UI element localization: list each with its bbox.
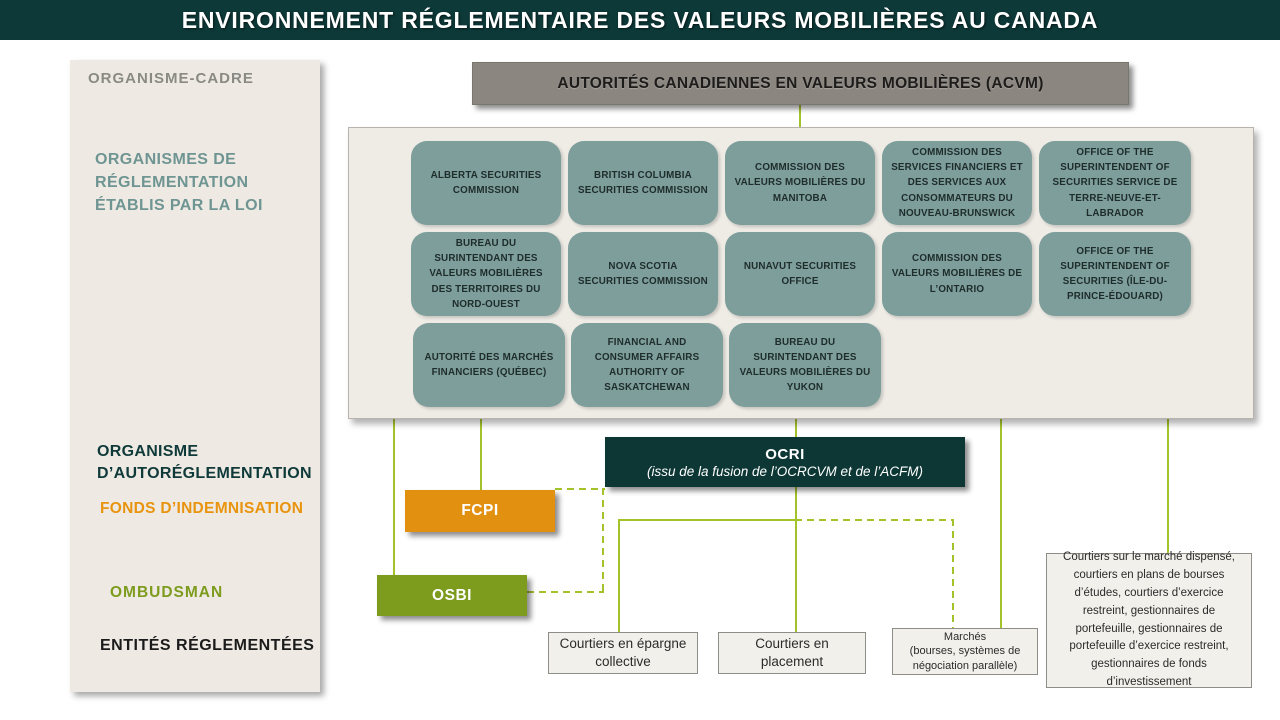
- connector-ocri-placement: [795, 487, 797, 632]
- sidebar-label-ombudsman: OMBUDSMAN: [110, 584, 224, 601]
- sidebar-label-entites-reglementees: ENTITÉS RÉGLEMENTÉES: [100, 637, 315, 654]
- entity-courtiers-epargne: Courtiers en épargne collective: [548, 632, 698, 674]
- dashed-ocri-marches-h: [795, 519, 954, 521]
- regulator-box-quebec: AUTORITÉ DES MARCHÉS FINANCIERS (QUÉBEC): [413, 323, 565, 407]
- regulator-box-ns: NOVA SCOTIA SECURITIES COMMISSION: [568, 232, 718, 316]
- ocri-title: OCRI: [765, 445, 805, 463]
- entity-marches-subtitle: (bourses, systèmes de négociation parall…: [909, 645, 1021, 672]
- regulators-panel: ALBERTA SECURITIES COMMISSION BRITISH CO…: [348, 127, 1254, 419]
- osbi-box: OSBI: [377, 575, 527, 616]
- entity-courtiers-epargne-label: Courtiers en épargne collective: [559, 635, 687, 669]
- acvm-title: AUTORITÉS CANADIENNES EN VALEURS MOBILIÈ…: [557, 74, 1044, 92]
- sidebar-legend: ORGANISME-CADRE ORGANISMES DE RÉGLEMENTA…: [70, 60, 320, 692]
- connector-panel-autres: [1167, 417, 1169, 553]
- ocri-subtitle: (issu de la fusion de l’OCRCVM et de l’A…: [646, 463, 924, 479]
- dashed-osbi-link: [527, 591, 604, 593]
- connector-panel-marches: [1000, 417, 1002, 628]
- regulator-box-saskatchewan: FINANCIAL AND CONSUMER AFFAIRS AUTHORITY…: [571, 323, 723, 407]
- regulator-box-bc: BRITISH COLUMBIA SECURITIES COMMISSION: [568, 141, 718, 225]
- entity-courtiers-placement-label: Courtiers en placement: [755, 635, 829, 669]
- regulator-box-nl: OFFICE OF THE SUPERINTENDENT OF SECURITI…: [1039, 141, 1191, 225]
- fcpi-label: FCPI: [461, 502, 499, 519]
- connector-panel-osbi: [393, 417, 395, 576]
- dashed-ocri-marches-v: [952, 519, 954, 628]
- osbi-label: OSBI: [432, 586, 472, 604]
- fcpi-box: FCPI: [405, 490, 555, 532]
- sidebar-label-organisme-autoreglementation: ORGANISME D’AUTORÉGLEMENTATION: [97, 443, 312, 483]
- regulator-box-nunavut: NUNAVUT SECURITIES OFFICE: [725, 232, 875, 316]
- connector-elbow-epargne-h: [618, 519, 797, 521]
- regulator-box-yukon: BUREAU DU SURINTENDANT DES VALEURS MOBIL…: [729, 323, 881, 407]
- entity-autres-courtiers-label: Courtiers sur le marché dispensé, courti…: [1063, 551, 1235, 688]
- regulator-box-ontario: COMMISSION DES VALEURS MOBILIÈRES DE L’O…: [882, 232, 1032, 316]
- connector-panel-fcpi: [480, 417, 482, 490]
- sidebar-label-organisme-cadre: ORGANISME-CADRE: [88, 70, 254, 87]
- entity-autres-courtiers: Courtiers sur le marché dispensé, courti…: [1046, 551, 1252, 688]
- regulator-box-alberta: ALBERTA SECURITIES COMMISSION: [411, 141, 561, 225]
- ocri-box: OCRI (issu de la fusion de l’OCRCVM et d…: [605, 437, 965, 487]
- regulator-box-pei: OFFICE OF THE SUPERINTENDENT OF SECURITI…: [1039, 232, 1191, 316]
- connector-panel-ocri: [795, 417, 797, 437]
- page-title: ENVIRONNEMENT RÉGLEMENTAIRE DES VALEURS …: [181, 6, 1099, 33]
- connector-elbow-epargne-v: [618, 519, 620, 632]
- entity-marches-title: Marchés: [943, 631, 987, 644]
- regulator-box-nwt: BUREAU DU SURINTENDANT DES VALEURS MOBIL…: [411, 232, 561, 316]
- entity-courtiers-placement: Courtiers en placement: [718, 632, 866, 674]
- regulator-box-nb: COMMISSION DES SERVICES FINANCIERS ET DE…: [882, 141, 1032, 225]
- title-banner: ENVIRONNEMENT RÉGLEMENTAIRE DES VALEURS …: [0, 0, 1280, 40]
- regulator-box-manitoba: COMMISSION DES VALEURS MOBILIÈRES DU MAN…: [725, 141, 875, 225]
- connector-acvm-panel: [799, 103, 801, 127]
- acvm-box: AUTORITÉS CANADIENNES EN VALEURS MOBILIÈ…: [472, 62, 1129, 105]
- sidebar-label-organismes-reglementation: ORGANISMES DE RÉGLEMENTATION ÉTABLIS PAR…: [95, 151, 263, 215]
- sidebar-label-fonds-indemnisation: FONDS D’INDEMNISATION: [100, 500, 304, 517]
- dashed-fcpi-ocri: [555, 488, 605, 490]
- entity-marches: Marchés (bourses, systèmes de négociatio…: [892, 628, 1038, 675]
- dashed-vertical-fcpi-osbi: [602, 488, 604, 593]
